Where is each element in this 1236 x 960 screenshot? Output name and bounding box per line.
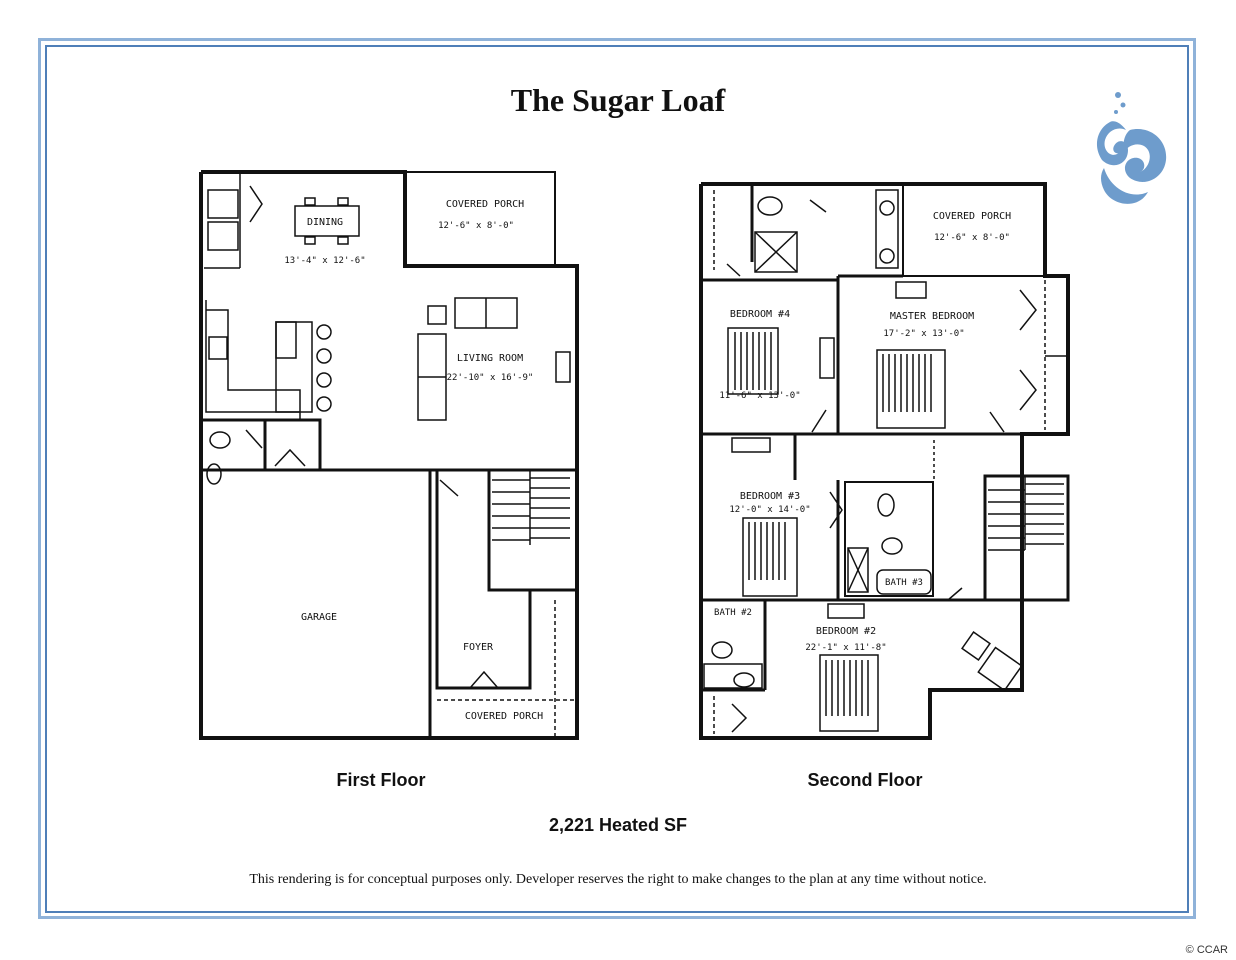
second-floor-caption: Second Floor [807,770,923,790]
dining-dim: 13'-4" x 12'-6" [284,256,365,266]
outer-frame [38,38,1196,919]
bed2-label: BEDROOM #2 [816,626,876,637]
front-porch-label: COVERED PORCH [465,711,543,722]
bed3-dim: 12'-0" x 14'-0" [729,505,810,515]
master-label: MASTER BEDROOM [890,311,974,322]
dining-label: DINING [307,217,343,228]
inner-frame [45,45,1189,913]
sf-porch-dim: 12'-6" x 8'-0" [934,233,1010,243]
bed4-dim: 11'-6" x 13'-0" [719,391,800,401]
bed3-label: BEDROOM #3 [740,491,800,502]
first-floor-caption: First Floor [336,770,426,790]
foyer-label: FOYER [463,642,494,653]
bed4-label: BEDROOM #4 [730,309,790,320]
bath2-label: BATH #2 [714,608,752,618]
bath3-label: BATH #3 [885,578,923,588]
bed2-dim: 22'-1" x 11'-8" [805,643,886,653]
rear-porch-dim: 12'-6" x 8'-0" [438,221,514,231]
garage-label: GARAGE [301,612,337,623]
living-label: LIVING ROOM [457,353,523,364]
disclaimer-text: This rendering is for conceptual purpose… [249,872,987,887]
copyright-mark: © CCAR [1185,944,1228,956]
heated-sf: 2,221 Heated SF [548,815,688,835]
master-dim: 17'-2" x 13'-0" [883,329,964,339]
sf-porch-label: COVERED PORCH [933,211,1011,222]
living-dim: 22'-10" x 16'-9" [447,373,534,383]
plan-title: The Sugar Loaf [510,82,726,118]
rear-porch-label: COVERED PORCH [446,199,524,210]
